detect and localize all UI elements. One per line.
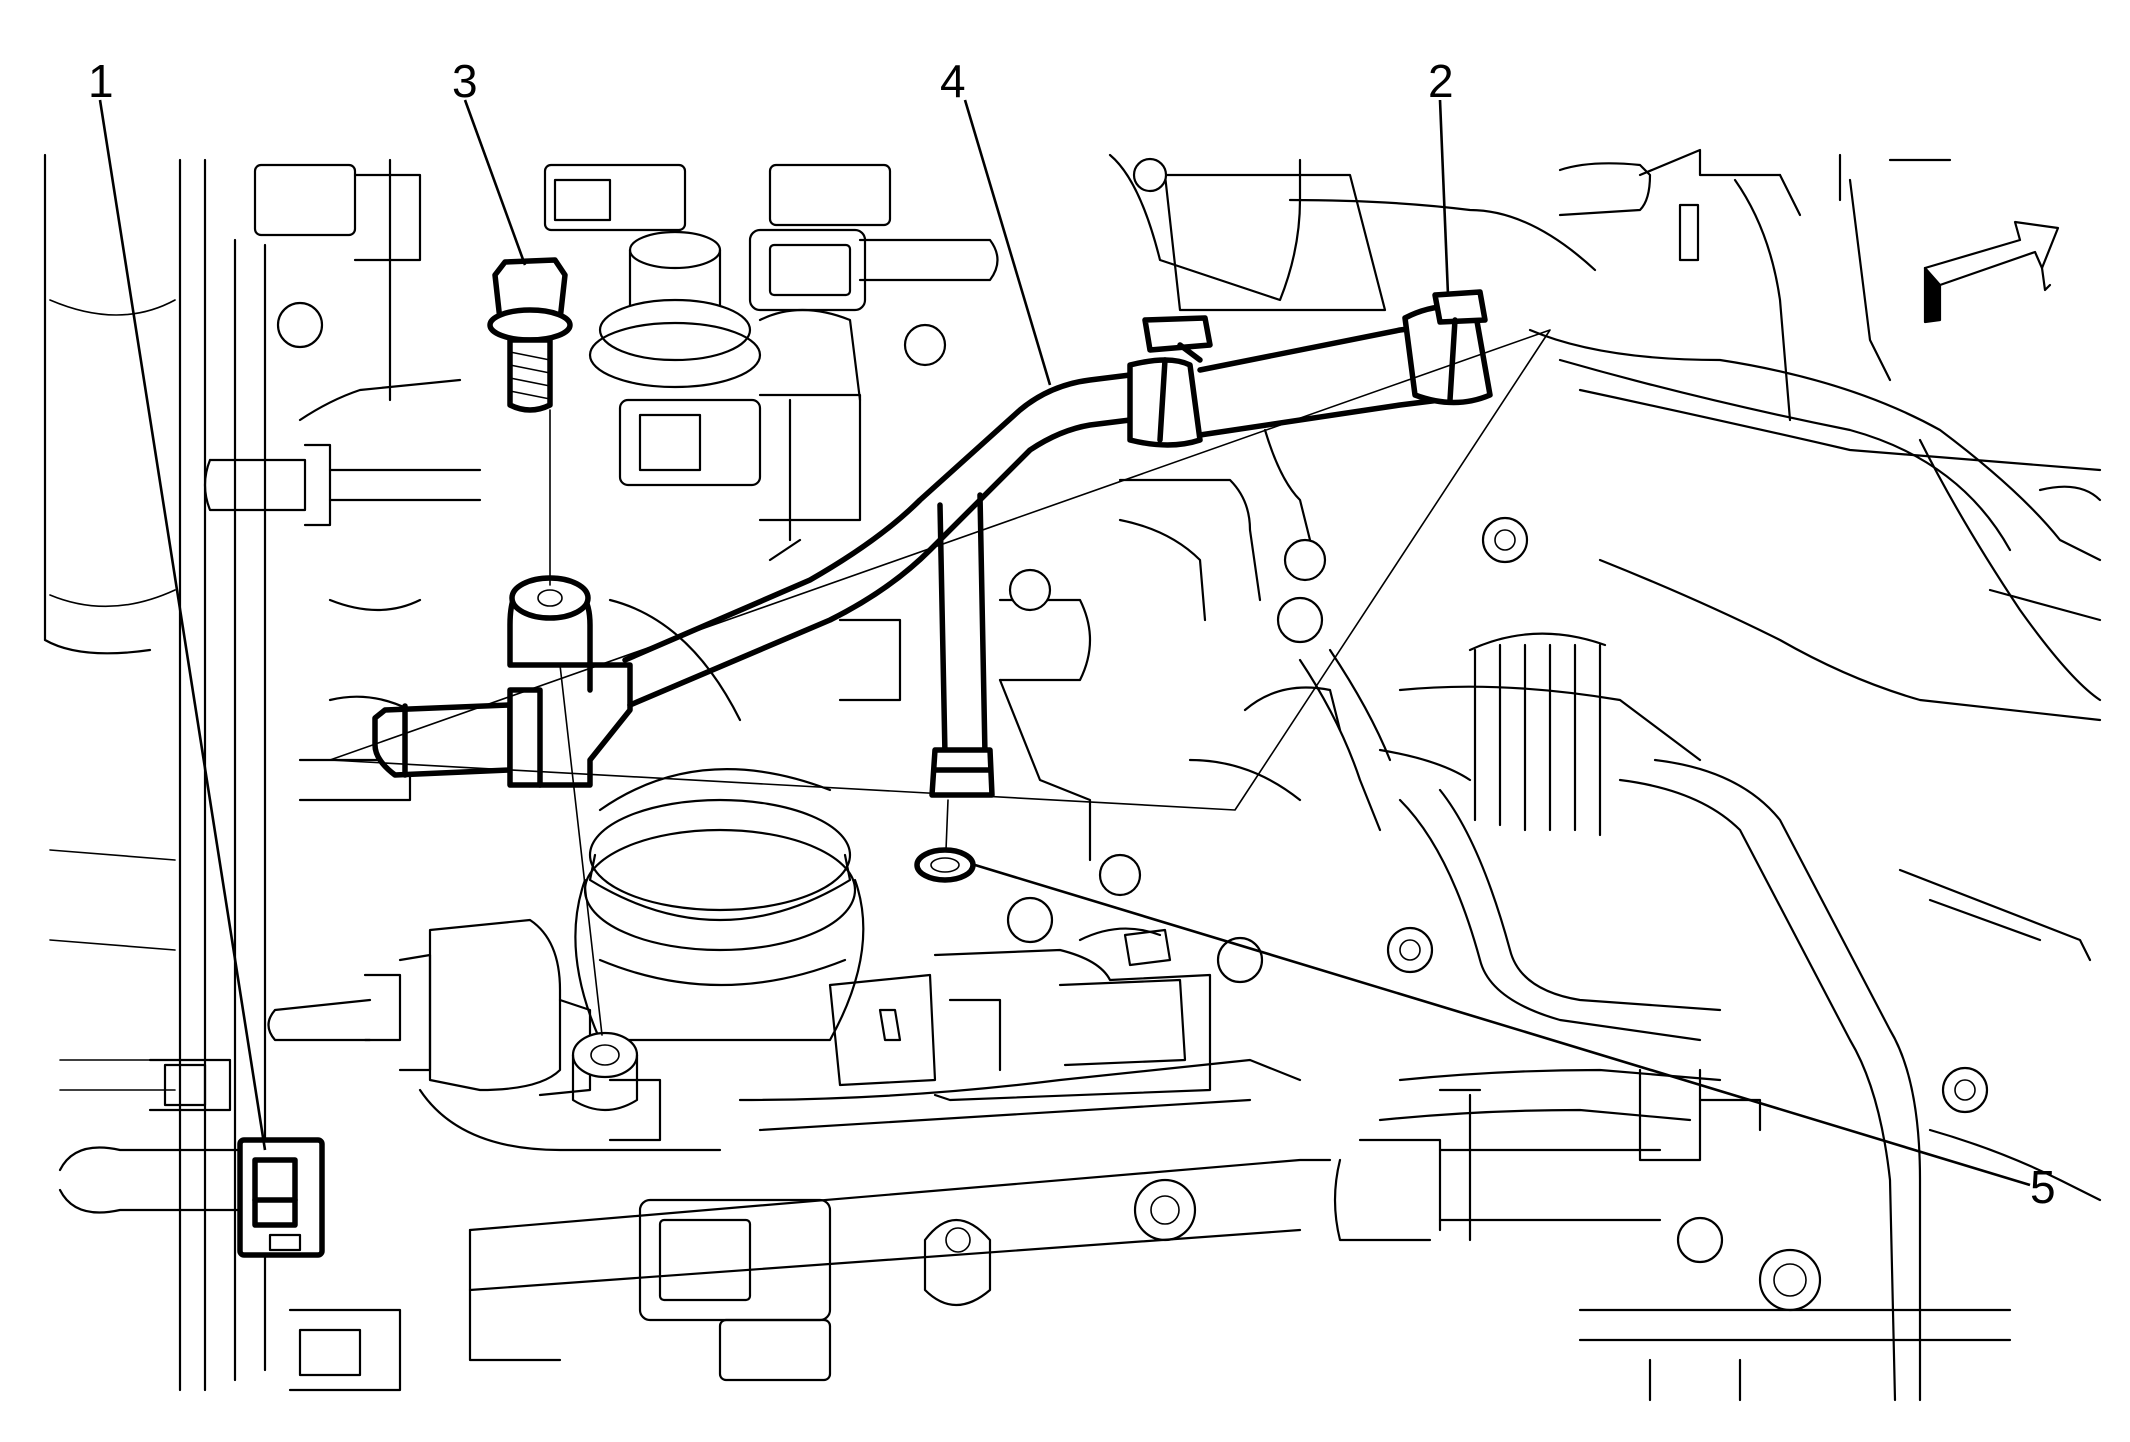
arrow-up-right-icon: [1923, 220, 2060, 324]
callout-leaders: [98, 99, 2031, 1187]
callout-5: 5: [2030, 1161, 2056, 1213]
bolt-boss: [571, 1031, 639, 1111]
callout-2: 2: [1428, 55, 1454, 107]
engine-background: [43, 148, 2102, 1402]
callout-1: 1: [88, 55, 114, 107]
center-connector: [828, 927, 1212, 1102]
callout-3: 3: [452, 55, 478, 107]
alignment-lines: [329, 329, 1551, 1036]
callout-4: 4: [940, 55, 966, 107]
electrical-connector: [237, 1137, 325, 1258]
hose-clamp: [1402, 289, 1493, 406]
ribbed-cover: [1378, 632, 1702, 837]
seal-ring: [914, 847, 976, 883]
mounting-bolt: [487, 257, 573, 413]
evap-pipe-assembly: [372, 315, 1483, 798]
